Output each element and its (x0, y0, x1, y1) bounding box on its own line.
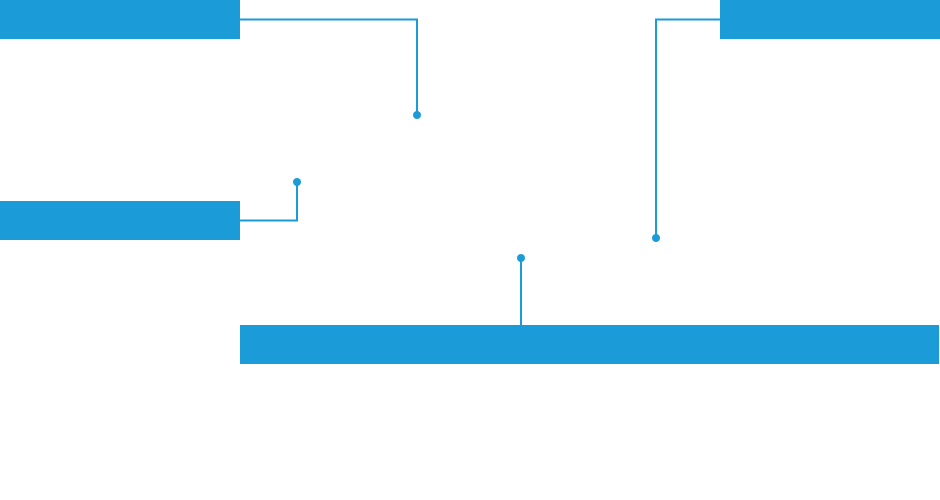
connector-top-right (655, 18, 720, 238)
connector-middle-left (240, 182, 298, 222)
connector-top-left (240, 18, 418, 115)
callout-box-bottom (240, 325, 939, 364)
anchor-dot-bottom (517, 254, 525, 262)
anchor-dot-top-left (413, 111, 421, 119)
callout-box-top-left (0, 0, 240, 39)
callout-box-middle-left (0, 201, 240, 240)
anchor-dot-top-right (652, 234, 660, 242)
callout-box-top-right (720, 0, 940, 39)
anchor-dot-middle-left (293, 178, 301, 186)
